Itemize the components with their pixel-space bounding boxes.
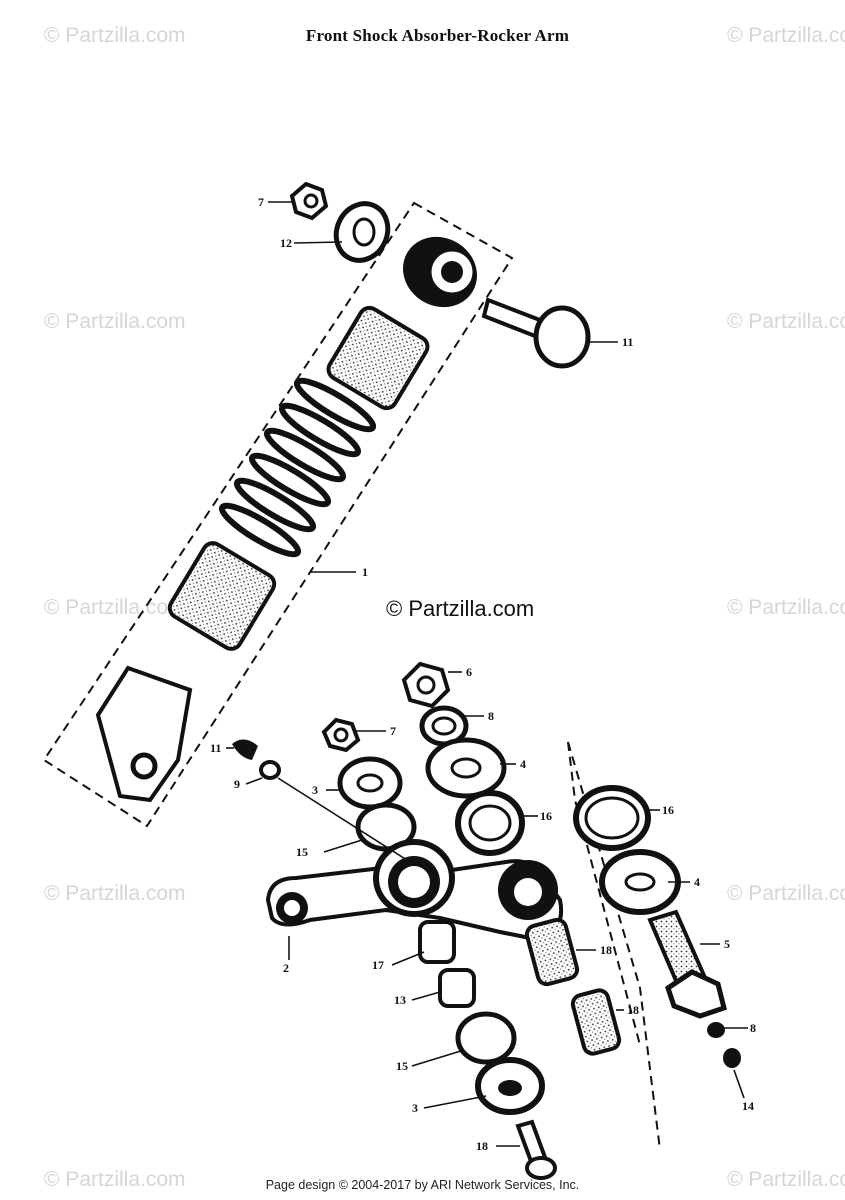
watermark: © Partzilla.com	[44, 310, 186, 333]
callout-label: 3	[312, 783, 318, 797]
callout-label: 6	[466, 665, 472, 679]
callout-label: 7	[258, 195, 264, 209]
leader-lines	[226, 201, 748, 1147]
watermark: © Partzilla.com	[727, 310, 845, 333]
callout-label: 9	[234, 777, 240, 791]
watermark: © Partzilla.com	[44, 24, 186, 47]
callout-label: 4	[520, 757, 526, 771]
callout-label: 17	[372, 958, 384, 972]
watermark: © Partzilla.com	[727, 882, 845, 905]
callout-label: 18	[627, 1003, 639, 1017]
watermark: © Partzilla.com	[727, 24, 845, 47]
rocker-arm-group	[232, 661, 741, 1180]
callout-label: 12	[280, 236, 292, 250]
callout-label: 5	[724, 937, 730, 951]
diagram-title: Front Shock Absorber-Rocker Arm	[305, 26, 570, 45]
callout-labels: 7 12 11 1 6 8 7 4 11 9 3 16 16 4 15 2 17…	[210, 195, 756, 1153]
bolt-part	[481, 297, 591, 369]
callout-label: 16	[662, 803, 674, 817]
callout-label: 1	[362, 565, 368, 579]
callout-label: 7	[390, 724, 396, 738]
callout-label: 14	[742, 1099, 754, 1113]
watermark: © Partzilla.com	[727, 596, 845, 619]
callout-label: 4	[694, 875, 700, 889]
watermark: © Partzilla.com	[44, 882, 186, 905]
shock-absorber	[42, 201, 514, 828]
callout-label: 13	[394, 993, 406, 1007]
callout-label: 18	[600, 943, 612, 957]
callout-label: 11	[622, 335, 633, 349]
callout-label: 2	[283, 961, 289, 975]
watermark: © Partzilla.com	[44, 1168, 186, 1191]
callout-label: 3	[412, 1101, 418, 1115]
watermark: © Partzilla.com	[727, 1168, 845, 1191]
callout-label: 18	[476, 1139, 488, 1153]
callout-label: 15	[296, 845, 308, 859]
callout-label: 11	[210, 741, 221, 755]
callout-label: 16	[540, 809, 552, 823]
callout-label: 15	[396, 1059, 408, 1073]
footer-copyright: Page design © 2004-2017 by ARI Network S…	[265, 1178, 580, 1192]
center-copyright: © Partzilla.com	[386, 596, 535, 621]
callout-label: 8	[488, 709, 494, 723]
callout-label: 8	[750, 1021, 756, 1035]
